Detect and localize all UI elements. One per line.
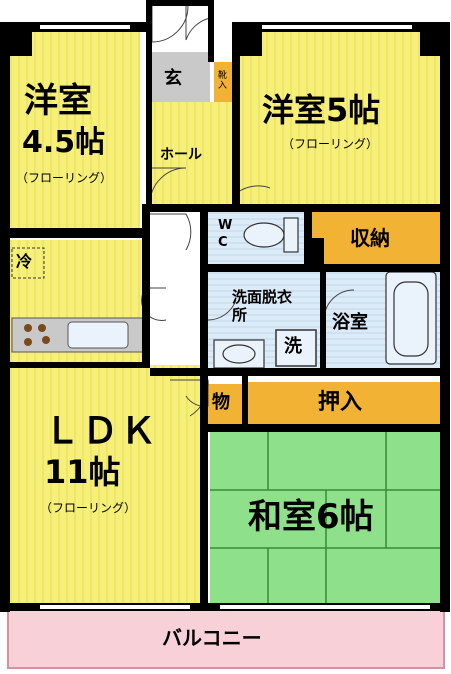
washbasin-icon [213, 339, 265, 369]
japanese-floor [210, 430, 440, 605]
western-a-floor-label: （フローリング） [16, 171, 113, 185]
stove-burners-icon [24, 324, 50, 346]
tatami-lines [210, 430, 440, 605]
hall-label: ホール [160, 147, 202, 163]
western-a-name: 洋室 [24, 81, 92, 121]
japanese-name: 和室6帖 [248, 497, 374, 537]
bathtub-icon [385, 271, 437, 365]
fridge-label: 冷 [16, 252, 33, 271]
closet-floor [246, 382, 440, 424]
ldk-floor-label: （フローリング） [40, 501, 137, 515]
fridge-box [11, 247, 45, 279]
toilet-icon [243, 217, 299, 253]
storage-label: 収納 [350, 226, 390, 250]
balcony-floor [7, 609, 445, 669]
entrance-label: 玄 [164, 68, 182, 89]
mono-label: 物 [212, 392, 230, 413]
window-marks [40, 25, 430, 609]
western-a-size: 4.5帖 [22, 125, 106, 160]
shoebox-label: 靴入 [218, 71, 228, 91]
ldk-name: ＬＤＫ [44, 411, 159, 452]
sink-basin [67, 321, 129, 349]
mono-floor [208, 384, 242, 426]
western-b-name: 洋室5帖 [262, 91, 381, 129]
entrance-floor [152, 52, 210, 102]
washer-box [275, 329, 317, 367]
western-b-floor-label: （フローリング） [282, 137, 379, 151]
balcony-label: バルコニー [162, 626, 262, 650]
washroom-label: 洗面脱衣所 [232, 288, 293, 324]
western-b-floor [240, 30, 440, 208]
ldk-floor [10, 365, 206, 605]
storage-floor [312, 212, 440, 264]
western-a-floor [10, 30, 140, 230]
ldk-size: 11帖 [44, 453, 121, 491]
washer-label: 洗 [284, 336, 302, 357]
wc-label: WC [218, 218, 233, 250]
closet-label: 押入 [318, 390, 363, 415]
hall-floor [150, 102, 238, 210]
bath-label: 浴室 [332, 312, 368, 333]
